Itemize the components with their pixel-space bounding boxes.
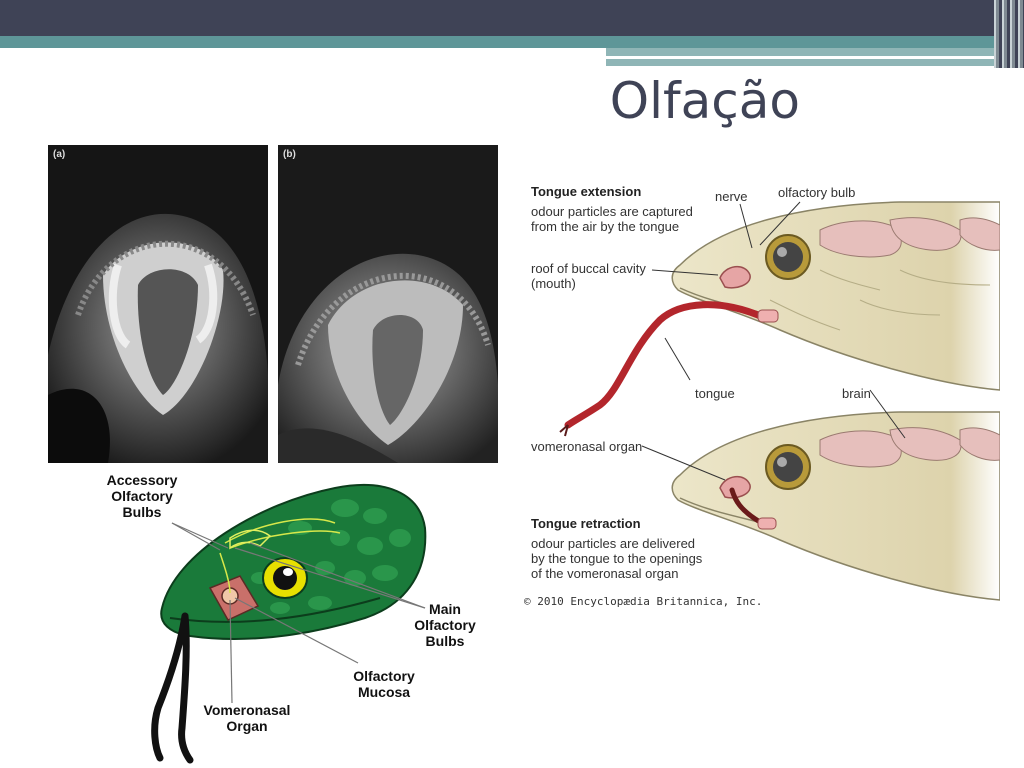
label-olfactory-mucosa: Olfactory Mucosa xyxy=(353,668,415,700)
green-snake-diagram xyxy=(151,484,427,764)
copyright-notice: © 2010 Encyclopædia Britannica, Inc. xyxy=(524,595,763,608)
photo-b-image xyxy=(278,145,498,463)
slide-title: Olfação xyxy=(609,72,800,130)
label-vomeronasal-organ: Vomeronasal Organ xyxy=(203,702,291,734)
photo-b-tag: (b) xyxy=(283,149,296,160)
header-teal-bar xyxy=(0,36,1024,48)
tongue-extension-text: odour particles are captured from the ai… xyxy=(531,204,693,234)
label-roof-buccal-cavity: roof of buccal cavity (mouth) xyxy=(531,261,646,291)
label-tongue: tongue xyxy=(695,386,735,401)
photo-a-image xyxy=(48,145,268,463)
header-dark-bar xyxy=(0,0,1024,36)
britannica-snake-diagram xyxy=(559,201,1000,601)
label-vomeronasal-organ-britannica: vomeronasal organ xyxy=(531,439,643,454)
label-main-olfactory-bulbs: Main Olfactory Bulbs xyxy=(414,601,476,649)
header-right-stripes xyxy=(994,0,1024,68)
tongue-retraction-text: odour particles are delivered by the ton… xyxy=(531,536,703,581)
photo-a: (a) xyxy=(48,145,268,463)
photo-b: (b) xyxy=(278,145,498,463)
slide-title-wrap: Olfação xyxy=(0,72,1010,130)
tongue-extension-title: Tongue extension xyxy=(531,184,642,199)
label-accessory-olfactory-bulbs: Accessory Olfactory Bulbs xyxy=(106,472,178,520)
label-nerve: nerve xyxy=(715,189,748,204)
header-white-line xyxy=(606,56,1006,59)
label-brain: brain xyxy=(842,386,871,401)
label-olfactory-bulb: olfactory bulb xyxy=(778,185,856,200)
photo-a-tag: (a) xyxy=(53,149,66,160)
tongue-retraction-title: Tongue retraction xyxy=(531,516,641,531)
